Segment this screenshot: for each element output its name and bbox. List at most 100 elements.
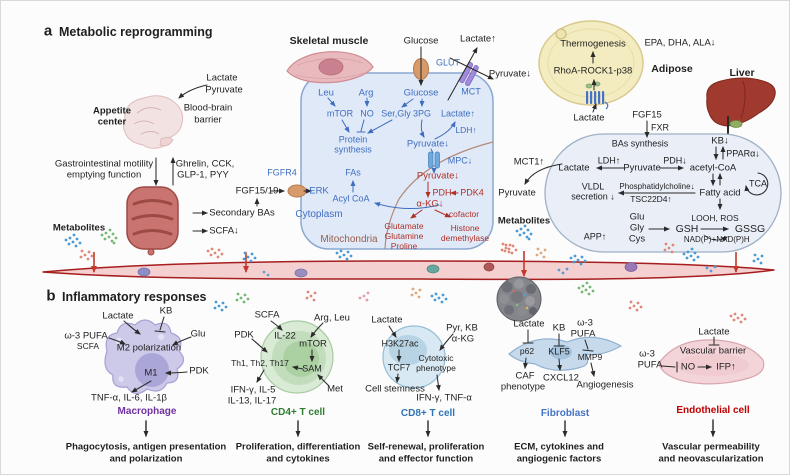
metabolites-left: Metabolites: [52, 222, 106, 234]
pyruvate-liver: Pyruvate: [623, 162, 661, 174]
fgf15-19: FGF15/19: [235, 185, 279, 197]
mct: MCT: [461, 86, 481, 97]
ghrelin-1: Ghrelin, CCK,: [175, 158, 235, 170]
fib-cxcl12: CXCL12: [543, 372, 579, 384]
acyl-coa: Acyl CoA: [332, 193, 370, 204]
metabolite-flux-arrows: [91, 251, 739, 277]
fib-outcome-1: ECM, cytokines and: [514, 441, 604, 453]
cd4-met: Met: [327, 383, 343, 395]
ldh-liver: LDH↑: [597, 155, 621, 166]
fib-omega3: ω-3: [577, 317, 593, 329]
protein-synthesis-2: synthesis: [334, 144, 372, 155]
fib-caf-1: CAF: [515, 370, 535, 382]
fib-p62: p62: [519, 345, 535, 356]
fibroblast-cell: [508, 336, 623, 371]
endothelial-label: Endothelial cell: [676, 405, 750, 416]
skeletal-muscle-cell: [300, 72, 494, 250]
fibroblast-label: Fibroblast: [540, 408, 590, 419]
pyruvate-out-liver: Pyruvate: [498, 187, 536, 199]
cd4-arg-leu: Arg, Leu: [314, 312, 350, 324]
proline: Proline: [390, 240, 418, 251]
ppara: PPARα↓: [726, 148, 760, 159]
appetite-center-1: Appetite: [93, 105, 131, 117]
mac-cytokines: TNF-α, IL-6, IL-1β: [91, 392, 167, 404]
mac-pufa: ω-3 PUFA: [64, 330, 108, 342]
alpha-kg: α-KG↓: [416, 198, 444, 210]
cd8-cytotoxic-2: phenotype: [416, 362, 456, 373]
pyruvate-mito: Pyruvate↓: [416, 170, 460, 182]
glucose-top: Glucose: [403, 35, 439, 47]
phosphatidylcholine: Phosphatidylcholine↓: [619, 182, 695, 191]
no-muscle: NO: [360, 108, 374, 119]
fib-angiogenesis: Angiogenesis: [576, 379, 634, 391]
vldl-2: secretion ↓: [571, 191, 615, 202]
ligand-icon: [585, 83, 593, 89]
cd8-label: CD8+ T cell: [400, 408, 456, 419]
pdh-liver: PDH↓: [663, 155, 687, 166]
cd8-outcome-1: Self-renewal, proliferation: [367, 441, 485, 453]
skeletal-muscle-label: Skeletal muscle: [289, 34, 369, 47]
mct1: MCT1↑: [513, 156, 545, 168]
nadp-h: NAD(P)H: [716, 235, 750, 244]
panel-b-title: Inflammatory responses: [62, 289, 207, 304]
endo-outcome-1: Vascular permeability: [662, 441, 760, 453]
mac-m2: M2 polarization: [116, 342, 182, 354]
panel-a-title: Metabolic reprogramming: [59, 24, 213, 39]
cd4-il22: IL-22: [274, 330, 296, 342]
bas-synthesis: BAs synthesis: [611, 138, 669, 149]
fatty-acid: Fatty acid: [699, 187, 741, 199]
panel-b-arrows: [108, 316, 720, 437]
blood-brain-barrier-2: barrier: [194, 114, 222, 126]
tsc22d4: TSC22D4↑: [630, 193, 672, 204]
cytoplasm: Cytoplasm: [295, 209, 343, 220]
fxr: FXR: [651, 122, 669, 133]
glutamate: Glutamate: [384, 220, 424, 231]
tumor-cluster: [496, 276, 542, 322]
gly-liver: Gly: [629, 222, 645, 234]
vessel-cell: [483, 262, 495, 272]
pyruvate-export: Pyruvate↓: [488, 68, 532, 80]
fib-outcome-2: angiogenic factors: [516, 453, 602, 465]
appetite-center-2: center: [97, 116, 127, 128]
intestine-illustration: [126, 186, 179, 256]
fas: FAs: [345, 167, 361, 178]
mpc: MPC↓: [447, 155, 473, 166]
gi-motility-2: emptying function: [66, 169, 142, 181]
cd8-outcome-2: and effector function: [378, 453, 474, 465]
ser-gly: Ser,Gly: [381, 108, 411, 119]
lactate-liver: Lactate: [558, 162, 590, 174]
cd4-outcome-1: Proliferation, differentiation: [235, 441, 361, 453]
gi-motility-1: Gastrointestinal motility: [54, 158, 154, 170]
mitochondria: Mitochondria: [320, 234, 378, 245]
gallbladder: [729, 120, 743, 128]
blood-vessel: [42, 260, 775, 281]
red-arrows: [410, 181, 459, 219]
liver-label: Liver: [729, 66, 755, 79]
ldh-muscle: LDH↑: [455, 124, 477, 135]
fib-kb: KB: [552, 322, 566, 334]
mac-m1: M1: [144, 367, 158, 379]
cd4-label: CD4+ T cell: [270, 407, 326, 418]
secondary-bas: Secondary BAs: [209, 207, 275, 219]
pdk4: PDK4: [460, 187, 484, 198]
cd8-cytotoxic-1: Cytotoxic: [418, 352, 454, 363]
mac-kb: KB: [159, 305, 173, 317]
fib-pufa: PUFA: [570, 328, 596, 340]
endo-lactate: Lactate: [698, 326, 730, 338]
cd8-tcf7: TCF7: [387, 362, 411, 373]
rhoa-rock1-p38: RhoA-ROCK1-p38: [553, 65, 633, 77]
ghrelin-2: GLP-1, PYY: [177, 169, 229, 181]
metabolite-dots: [64, 224, 764, 324]
cys-liver: Cys: [628, 233, 646, 245]
tca: TCA: [749, 178, 767, 189]
pyruvate-cyto: Pyruvate↓: [406, 138, 450, 150]
brain-illustration: [123, 95, 184, 149]
mac-glu: Glu: [190, 328, 206, 340]
lactate-brain: Lactate: [206, 72, 238, 84]
glucose-in: Glucose: [403, 87, 439, 99]
mac-pdk: PDK: [189, 365, 209, 377]
cd4-th: Th1, Th2, Th17: [231, 357, 289, 368]
vessel-cell: [294, 268, 308, 278]
